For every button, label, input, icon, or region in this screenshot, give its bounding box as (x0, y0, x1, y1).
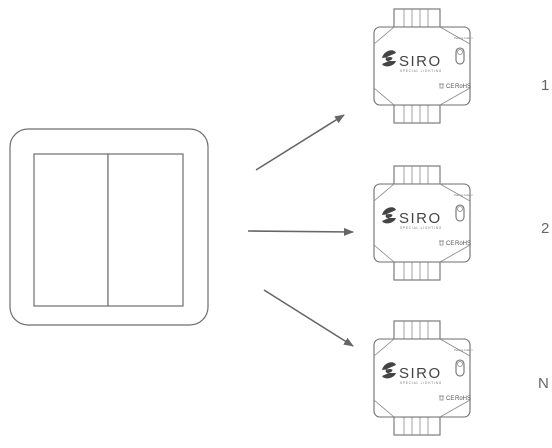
module-brand: SIRO (399, 365, 442, 382)
rohs-label: RoHS (455, 84, 471, 90)
switch-left-rocker (33, 153, 109, 307)
rohs-label: RoHS (455, 241, 471, 247)
receiver-module: SIRO SPECIAL LIGHTING Pairing button CE … (373, 320, 473, 436)
pairing-label: Pairing button (454, 348, 473, 352)
channel-label: 2 (541, 220, 549, 237)
pairing-label: Pairing button (454, 36, 473, 40)
cert-label: CE (446, 84, 454, 90)
arrow-right-icon (255, 114, 345, 171)
module-subtitle: SPECIAL LIGHTING (400, 381, 442, 385)
channel-label: N (538, 375, 549, 392)
module-brand: SIRO (399, 53, 442, 70)
module-subtitle: SPECIAL LIGHTING (400, 226, 442, 230)
arrow-right-icon (263, 289, 354, 347)
channel-label: 1 (541, 77, 549, 94)
receiver-module: SIRO SPECIAL LIGHTING Pairing button CE … (373, 165, 473, 281)
receiver-module: SIRO SPECIAL LIGHTING Pairing button CE … (373, 8, 473, 124)
cert-label: CE (446, 241, 454, 247)
module-subtitle: SPECIAL LIGHTING (400, 69, 442, 73)
module-brand: SIRO (399, 210, 442, 227)
cert-label: CE (446, 396, 454, 402)
switch-right-rocker (107, 153, 184, 307)
dual-wall-switch (9, 128, 209, 326)
rohs-label: RoHS (455, 396, 471, 402)
arrow-right-icon (247, 227, 354, 236)
pairing-label: Pairing button (454, 193, 473, 197)
